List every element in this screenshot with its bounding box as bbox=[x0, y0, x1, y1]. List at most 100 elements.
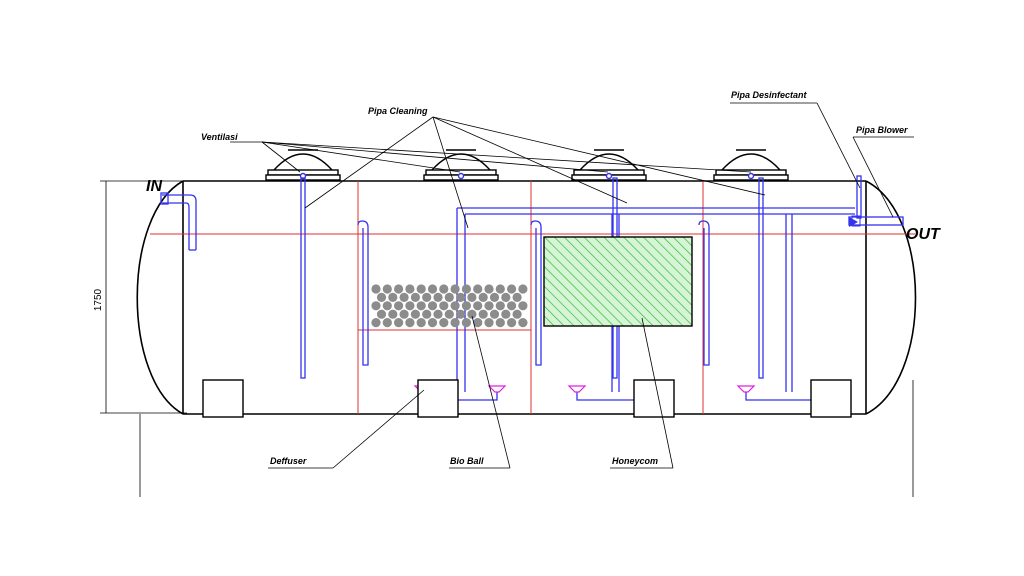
bio-ball bbox=[427, 284, 438, 294]
bio-ball-media bbox=[371, 284, 528, 328]
blower-pipe bbox=[856, 175, 862, 219]
bio-ball bbox=[478, 309, 488, 319]
bio-ball bbox=[399, 292, 409, 302]
bio-ball bbox=[394, 318, 404, 328]
cleaning-pipe bbox=[758, 177, 764, 379]
vent-dome bbox=[265, 149, 341, 181]
bio-ball bbox=[427, 318, 438, 328]
bio-ball bbox=[394, 301, 404, 311]
partitions bbox=[150, 181, 915, 414]
bio-ball bbox=[456, 292, 466, 302]
dimension-label: 1750 bbox=[93, 288, 104, 311]
bio-ball bbox=[422, 292, 432, 302]
bio-ball bbox=[484, 284, 494, 294]
bio-ball bbox=[507, 301, 517, 311]
bio-ball bbox=[416, 318, 426, 328]
bio-ball bbox=[501, 309, 511, 319]
bio-ball bbox=[405, 301, 415, 311]
diffuser bbox=[487, 385, 507, 393]
bio-ball bbox=[405, 318, 415, 328]
bio-ball bbox=[439, 318, 449, 328]
bio-ball bbox=[444, 292, 454, 302]
bio-ball bbox=[518, 301, 528, 311]
bio-ball bbox=[439, 284, 449, 294]
bio-ball bbox=[489, 309, 500, 319]
bio-ball bbox=[433, 292, 443, 302]
ventilasi-label: Ventilasi bbox=[201, 132, 238, 142]
bio-ball bbox=[484, 301, 494, 311]
bio-ball bbox=[371, 284, 381, 294]
bio-ball bbox=[439, 301, 449, 311]
bio-ball bbox=[433, 309, 443, 319]
blower-valve bbox=[849, 215, 861, 227]
bio-ball bbox=[501, 292, 511, 302]
diffusers bbox=[413, 385, 837, 393]
bio-ball bbox=[450, 318, 460, 328]
bio-ball bbox=[394, 284, 404, 294]
bio-ball bbox=[410, 292, 420, 302]
bio-ball bbox=[473, 284, 483, 294]
bio-ball bbox=[388, 309, 398, 319]
honeycom-label: Honeycom bbox=[612, 456, 658, 466]
bio-ball bbox=[518, 284, 528, 294]
bio-ball bbox=[461, 284, 471, 294]
overflow-pipe bbox=[530, 220, 542, 366]
bio-ball bbox=[484, 318, 494, 328]
pipa-cleaning-label: Pipa Cleaning bbox=[368, 106, 428, 116]
vent-dome bbox=[571, 149, 647, 181]
bio-ball bbox=[467, 309, 477, 319]
bio-ball bbox=[382, 301, 392, 311]
leader-lines bbox=[230, 102, 914, 469]
bio-ball bbox=[376, 309, 387, 319]
bio-ball bbox=[495, 318, 505, 328]
bio-ball bbox=[507, 284, 517, 294]
inlet-pipe bbox=[162, 194, 197, 250]
support-block bbox=[417, 379, 459, 418]
honeycomb-media bbox=[543, 236, 693, 327]
bio-ball bbox=[467, 292, 477, 302]
bio-ball bbox=[382, 284, 392, 294]
cleaning-pipe bbox=[300, 177, 306, 379]
tank-body bbox=[136, 180, 917, 415]
bio-ball bbox=[473, 318, 483, 328]
inlet-label: IN bbox=[146, 178, 162, 195]
pipa-blower-label: Pipa Blower bbox=[856, 125, 908, 135]
bio-ball bbox=[422, 309, 432, 319]
labels: IN OUT Pipa Cleaning Ventilasi Pipa Desi… bbox=[146, 90, 941, 466]
air-header bbox=[457, 207, 855, 215]
bio-ball bbox=[495, 284, 505, 294]
support-block bbox=[633, 379, 675, 418]
bio-ball bbox=[512, 292, 522, 302]
bio-ball bbox=[461, 301, 471, 311]
overflow-pipe bbox=[698, 220, 710, 366]
deffuser-label: Deffuser bbox=[270, 456, 307, 466]
support-blocks bbox=[202, 379, 852, 418]
bio-ball bbox=[473, 301, 483, 311]
bio-ball bbox=[461, 318, 471, 328]
bio-ball bbox=[405, 284, 415, 294]
bio-ball bbox=[376, 292, 387, 302]
bio-ball bbox=[410, 309, 420, 319]
bio-ball bbox=[416, 301, 426, 311]
bio-ball bbox=[489, 292, 500, 302]
bio-ball bbox=[382, 318, 392, 328]
pipes bbox=[160, 175, 904, 401]
bio-ball bbox=[478, 292, 488, 302]
bio-ball bbox=[371, 318, 381, 328]
support-block bbox=[810, 379, 852, 418]
diffuser bbox=[567, 385, 587, 393]
vent-dome bbox=[713, 149, 789, 181]
support-block bbox=[202, 379, 244, 418]
bio-ball bbox=[518, 318, 528, 328]
bio-ball bbox=[427, 301, 438, 311]
diffuser bbox=[736, 385, 756, 393]
dimension-1750: 1750 bbox=[93, 180, 187, 414]
bio-ball bbox=[450, 284, 460, 294]
bio-ball bbox=[388, 292, 398, 302]
bio-ball bbox=[444, 309, 454, 319]
bio-ball bbox=[456, 309, 466, 319]
outlet-label: OUT bbox=[906, 226, 941, 243]
bio-ball bbox=[450, 301, 460, 311]
bio-ball bbox=[371, 301, 381, 311]
